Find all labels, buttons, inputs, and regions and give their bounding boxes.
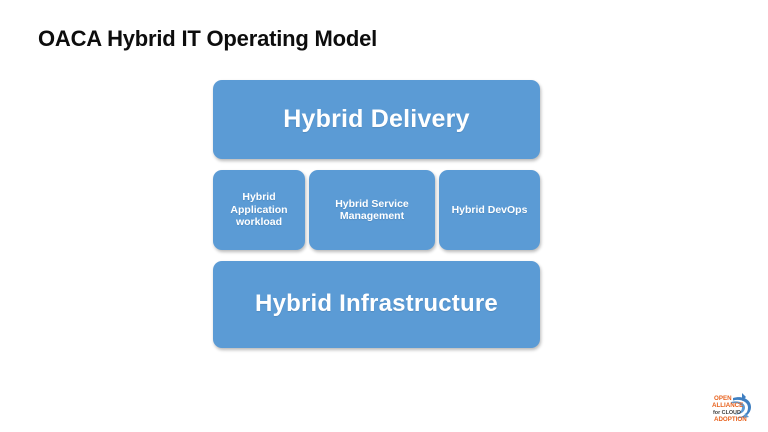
diagram-block-hybrid-devops[interactable]: Hybrid DevOps (439, 170, 540, 250)
logo-line-4: ADOPTION (714, 416, 747, 423)
diagram-block-label: Hybrid DevOps (451, 203, 528, 216)
diagram-block-label: Hybrid Delivery (283, 104, 470, 133)
diagram-block-label: Hybrid Application workload (230, 191, 288, 229)
diagram-block-hybrid-application-workload[interactable]: Hybrid Application workload (213, 170, 305, 250)
diagram-block-label: Hybrid Service Management (335, 197, 409, 222)
logo-wordmark: OPEN ALLIANCE for CLOUD ADOPTION (712, 395, 747, 423)
diagram-block-hybrid-delivery[interactable]: Hybrid Delivery (213, 80, 540, 159)
logo-line-1: OPEN (714, 395, 732, 402)
oaca-logo-icon: OPEN ALLIANCE for CLOUD ADOPTION (712, 393, 751, 423)
logo-line-3: for CLOUD (713, 410, 741, 416)
page-title: OACA Hybrid IT Operating Model (38, 26, 378, 51)
oaca-logo: OPEN ALLIANCE for CLOUD ADOPTION (711, 389, 754, 425)
diagram-block-hybrid-service-management[interactable]: Hybrid Service Management (309, 170, 435, 250)
logo-swoosh-icon (731, 393, 751, 419)
logo-line-2: ALLIANCE (712, 402, 743, 409)
diagram-block-label: Hybrid Infrastructure (255, 290, 498, 318)
diagram-block-hybrid-infrastructure[interactable]: Hybrid Infrastructure (213, 261, 540, 348)
